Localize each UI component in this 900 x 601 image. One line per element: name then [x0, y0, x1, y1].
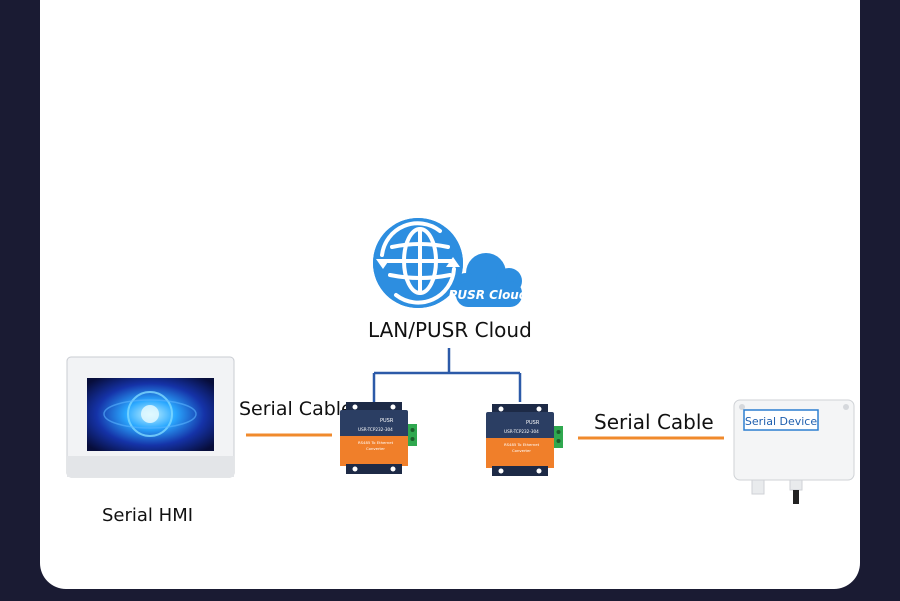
lan-line	[372, 348, 522, 402]
hmi-device-image	[66, 356, 235, 478]
serial-device-label: Serial Device	[745, 415, 817, 428]
converter-right-model: USR-TCP232-304	[504, 429, 539, 434]
converter-right-desc2: Converter	[512, 448, 531, 453]
cloud-label: LAN/PUSR Cloud	[368, 318, 532, 342]
converter-right-brand: PUSR	[526, 420, 540, 426]
converter-left-desc1: RS485 To Ethernet	[358, 440, 394, 445]
hmi-label: Serial HMI	[102, 505, 194, 526]
serial-device-image: Serial Device	[733, 399, 855, 504]
converter-left-desc2: Converter	[366, 446, 385, 451]
serial-cable-label-left: Serial Cable	[239, 398, 353, 420]
converter-left-model: USR-TCP232-304	[358, 427, 393, 432]
converter-left: PUSR USR-TCP232-304 RS485 To Ethernet Co…	[340, 402, 417, 474]
converter-right-desc1: RS485 To Ethernet	[504, 442, 540, 447]
serial-cable-label-right: Serial Cable	[594, 410, 714, 434]
globe-cloud-icon: PUSR Cloud	[373, 218, 528, 308]
cloud-logo-text: PUSR Cloud	[449, 288, 528, 302]
converter-right: PUSR USR-TCP232-304 RS485 To Ethernet Co…	[486, 404, 563, 476]
converter-left-brand: PUSR	[380, 418, 394, 424]
